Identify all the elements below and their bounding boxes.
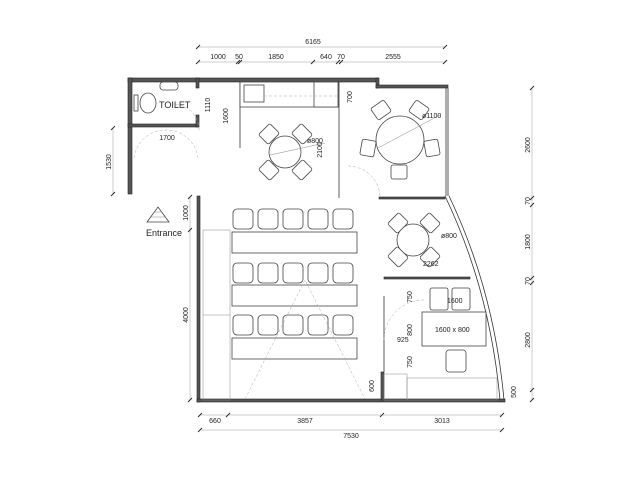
chair (232, 208, 254, 230)
dim-right-4: 70 (525, 277, 532, 285)
dining-table-large[interactable] (359, 100, 441, 180)
dim-counter: 700 (347, 91, 354, 103)
desk-size: 1600 x 800 (435, 327, 470, 334)
dimension-lines (110, 44, 535, 433)
office[interactable]: 1600 x 800 (383, 287, 498, 401)
dim-bottom-1: 660 (209, 418, 221, 425)
walls (127, 77, 506, 403)
dimension-tick (529, 195, 535, 201)
dimension-tick (187, 194, 193, 200)
training-area (202, 208, 366, 401)
toilet-label: TOILET (159, 100, 191, 110)
chair (332, 262, 354, 284)
chair (332, 208, 354, 230)
dim-top-6: 2555 (385, 54, 401, 61)
toilet-room: TOILET (133, 81, 191, 114)
dimension-tick (187, 397, 193, 403)
dim-office-gap-top: 750 (407, 291, 414, 303)
dim-bottom-total: 7530 (343, 433, 359, 440)
dimension-tick (235, 59, 241, 65)
dim-toilet-width: 1700 (159, 135, 175, 142)
dim-top-total: 6165 (305, 39, 321, 46)
meeting-room[interactable]: ø800 2262 (387, 212, 457, 268)
dim-top-2: 50 (235, 54, 243, 61)
dim-right-3: 1800 (525, 234, 532, 250)
dim-top-5: 70 (337, 54, 345, 61)
dim-top-4: 640 (320, 54, 332, 61)
dim-desk-depth: 800 (407, 324, 414, 336)
dimension-tick (110, 191, 116, 197)
entrance-label: Entrance (146, 228, 182, 238)
chair (307, 262, 329, 284)
dimension-tick (195, 44, 201, 50)
dim-door: 600 (369, 380, 376, 392)
meeting-table-dia: ø800 (441, 233, 457, 240)
dimension-tick (335, 59, 341, 65)
meeting-room-dim: 2262 (423, 261, 439, 268)
dim-top-3: 1850 (268, 54, 284, 61)
dimension-tick (187, 227, 193, 233)
dimension-tick (529, 387, 535, 393)
dim-kitchen: 1600 (223, 108, 230, 124)
dimension-tick (110, 125, 116, 131)
dim-right-6: 500 (511, 386, 518, 398)
dimension-tick (225, 412, 231, 418)
dimension-tick (499, 427, 505, 433)
kitchen-counter (239, 81, 339, 108)
dimension-tick (529, 202, 535, 208)
dim-left-1: 1530 (106, 154, 113, 170)
dimension-tick (529, 275, 535, 281)
chair (232, 314, 254, 336)
dim-dining: 2100 (317, 142, 324, 158)
chair (307, 208, 329, 230)
chair (282, 314, 304, 336)
chair (232, 262, 254, 284)
dim-left-3: 4000 (183, 307, 190, 323)
dimension-tick (197, 427, 203, 433)
dimension-tick (237, 59, 243, 65)
dimension-tick (338, 59, 344, 65)
dim-toilet-height: 1110 (205, 98, 212, 113)
doors (133, 103, 425, 341)
dim-left-2: 1000 (183, 205, 190, 221)
dim-right-2: 70 (525, 197, 532, 205)
chair (332, 314, 354, 336)
chair (282, 208, 304, 230)
chair (307, 314, 329, 336)
dimension-tick (197, 412, 203, 418)
chair (257, 314, 279, 336)
dimension-tick (529, 397, 535, 403)
dim-bottom-2: 3857 (297, 418, 313, 425)
chair (257, 208, 279, 230)
entrance-marker[interactable]: Entrance (146, 206, 182, 238)
dim-right-1: 2600 (525, 137, 532, 153)
dimension-tick (529, 85, 535, 91)
dim-office-side: 925 (397, 337, 409, 344)
chair (282, 262, 304, 284)
dimension-tick (442, 59, 448, 65)
dimension-tick (310, 59, 316, 65)
dim-office-width: 1600 (447, 298, 463, 305)
dining-table-small[interactable] (258, 123, 326, 181)
dimension-tick (442, 44, 448, 50)
dimension-tick (499, 412, 505, 418)
dimension-tick (529, 280, 535, 286)
dimension-tick (195, 59, 201, 65)
dim-table-large: ø1100 (422, 113, 441, 120)
dim-table-small: ø800 (307, 138, 323, 145)
dim-right-5: 2800 (525, 332, 532, 348)
dimension-texts: 6165 1000 50 1850 640 70 2555 2600 70 18… (106, 39, 532, 440)
chair (257, 262, 279, 284)
dim-top-1: 1000 (210, 54, 226, 61)
dimension-tick (379, 412, 385, 418)
dim-bottom-3: 3013 (434, 418, 450, 425)
dim-office-gap-bottom: 750 (407, 356, 414, 368)
